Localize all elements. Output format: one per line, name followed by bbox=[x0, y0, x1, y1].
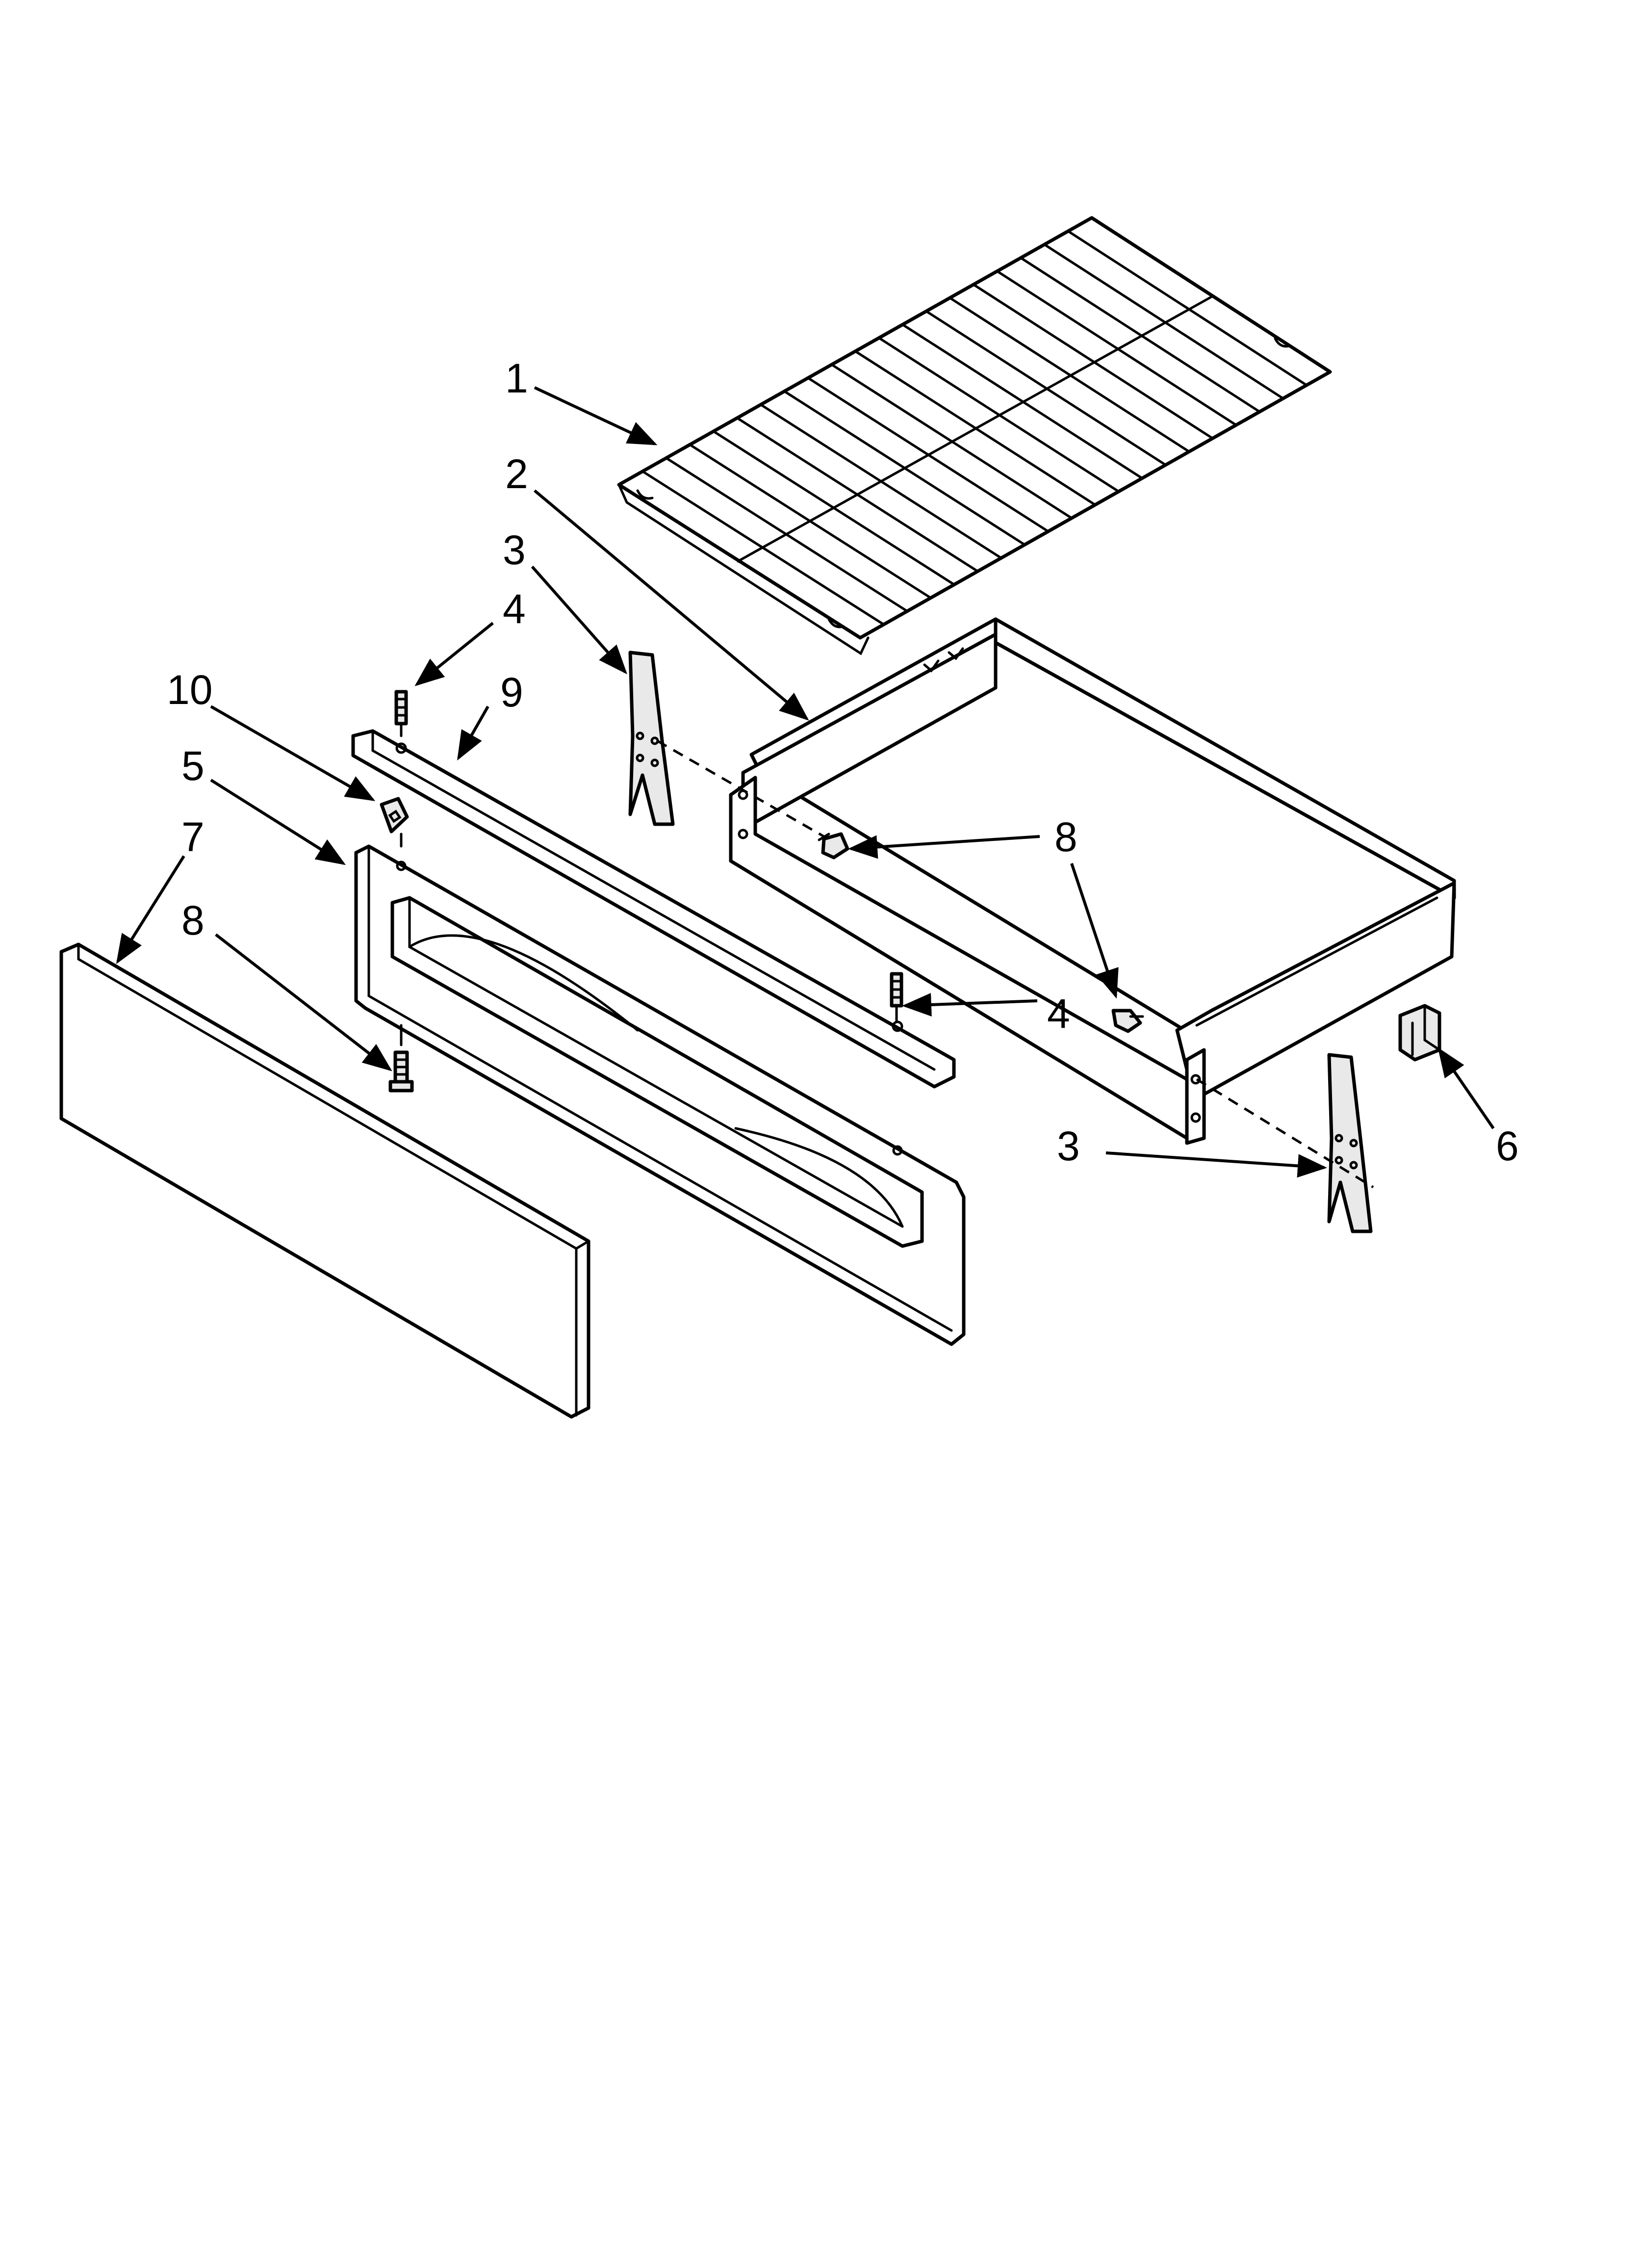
screw-tray-lower bbox=[1111, 1009, 1144, 1033]
alignment-line-lower bbox=[1196, 1078, 1374, 1189]
drawer-tray bbox=[729, 617, 1456, 1145]
handle-trim-bar bbox=[351, 729, 956, 1089]
rack-bar bbox=[996, 270, 1237, 426]
clip bbox=[380, 797, 409, 834]
drawer-slide-upper bbox=[628, 651, 675, 826]
callout-screw-tray-upper: 8 bbox=[1054, 814, 1078, 860]
drawer-front bbox=[354, 833, 966, 1346]
callout-handle-trim: 9 bbox=[500, 669, 523, 715]
screw-tray-upper bbox=[818, 832, 849, 860]
callout-drawer-tray: 2 bbox=[505, 451, 528, 497]
leader-lines bbox=[116, 386, 1495, 1178]
callout-slide-upper: 3 bbox=[503, 527, 526, 573]
callout-slide-lower: 3 bbox=[1057, 1123, 1080, 1169]
callout-stud-right: 4 bbox=[1047, 991, 1070, 1037]
alignment-line-upper bbox=[656, 739, 825, 838]
callout-clip: 10 bbox=[167, 667, 212, 713]
drawer-slide-lower bbox=[1327, 1053, 1373, 1233]
rack-bar bbox=[1020, 257, 1260, 413]
rack-bar bbox=[1067, 230, 1308, 387]
callout-rack: 1 bbox=[505, 355, 528, 401]
callout-screw-front: 8 bbox=[181, 897, 205, 943]
rack-bar bbox=[973, 283, 1213, 440]
oven-rack bbox=[617, 216, 1332, 655]
callout-front-panel: 7 bbox=[181, 814, 205, 860]
stud-left bbox=[394, 690, 408, 737]
screw-front bbox=[388, 1050, 414, 1093]
bracket-clip bbox=[1398, 1004, 1441, 1062]
callout-stud-left: 4 bbox=[503, 586, 526, 632]
callout-drawer-front: 5 bbox=[181, 743, 205, 789]
callout-bracket-clip: 6 bbox=[1496, 1123, 1519, 1169]
stud-right bbox=[890, 972, 903, 1022]
rack-bar bbox=[1044, 243, 1284, 400]
front-panel bbox=[59, 942, 590, 1419]
